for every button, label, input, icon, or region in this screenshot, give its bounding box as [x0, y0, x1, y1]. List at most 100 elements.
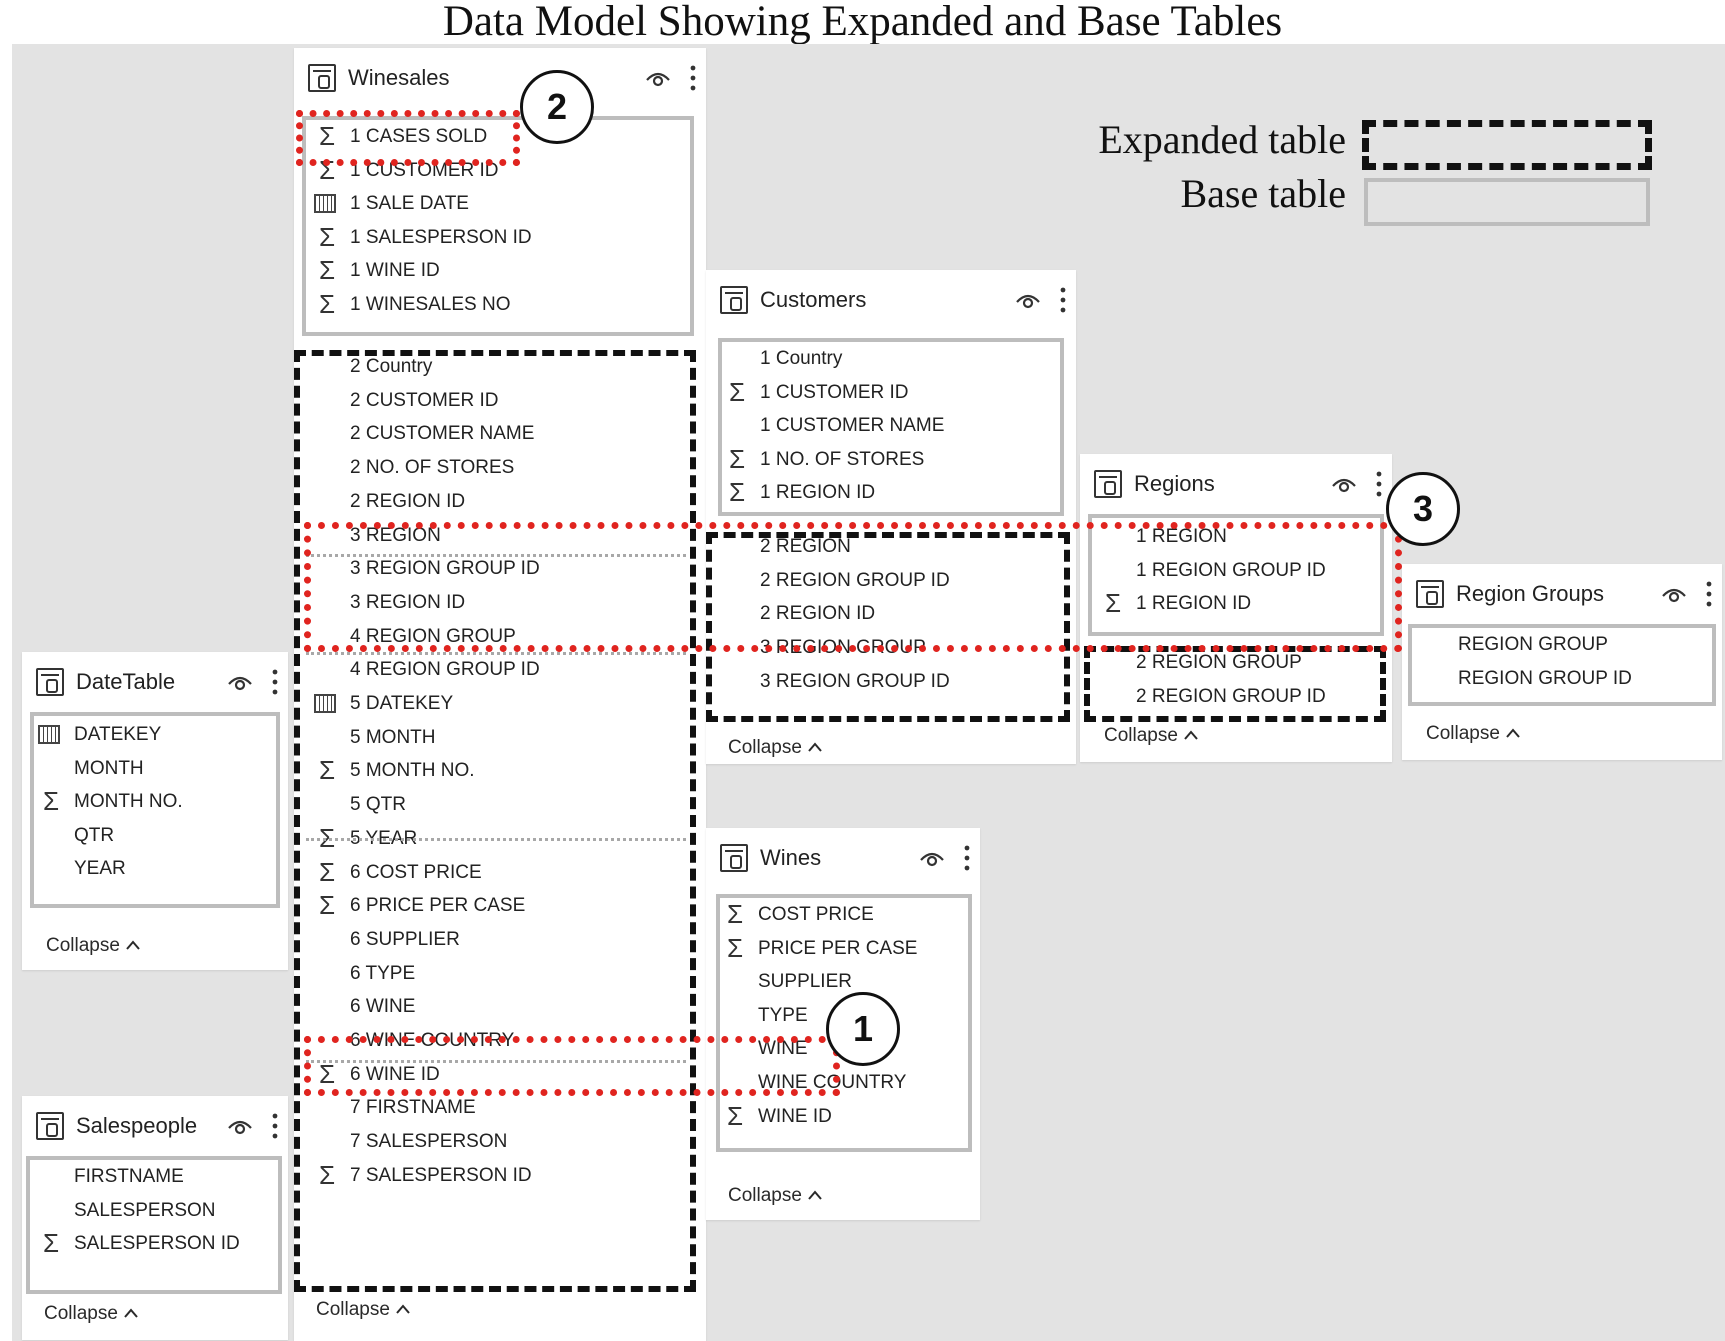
- field-name: QTR: [74, 824, 115, 846]
- field-name: 5 MONTH: [350, 726, 436, 748]
- field-name: 5 QTR: [350, 794, 406, 816]
- field-name: 2 REGION GROUP ID: [1136, 685, 1326, 707]
- field-name: 3 REGION GROUP ID: [350, 558, 540, 580]
- base-table-box: [1408, 624, 1716, 706]
- field-name: 1 Country: [760, 348, 843, 369]
- eye-icon[interactable]: [226, 670, 254, 694]
- field-name: 6 WINE ID: [350, 1063, 440, 1085]
- table-icon: [1094, 470, 1122, 498]
- eye-icon[interactable]: [1014, 288, 1042, 312]
- more-vertical-icon[interactable]: [962, 842, 972, 874]
- page-title: Data Model Showing Expanded and Base Tab…: [442, 0, 1283, 45]
- field-name: 2 REGION GROUP: [1136, 652, 1302, 673]
- sum-icon: Σ: [726, 899, 744, 929]
- field-name: YEAR: [74, 858, 126, 880]
- field-name: 4 REGION GROUP: [350, 625, 516, 647]
- base-table-box: [716, 894, 972, 1152]
- more-vertical-icon[interactable]: [688, 62, 698, 94]
- chevron-up-icon: [802, 737, 823, 758]
- table-header: Winesales: [294, 48, 706, 110]
- field-name: SUPPLIER: [758, 971, 852, 993]
- field-name: 6 WINE COUNTRY: [350, 1030, 515, 1051]
- sum-icon: Σ: [728, 376, 746, 407]
- collapse-button[interactable]: Collapse: [728, 1184, 823, 1208]
- sum-icon: Σ: [318, 822, 336, 853]
- base-table-box: [30, 712, 280, 908]
- field-name: 1 CUSTOMER ID: [760, 381, 909, 403]
- eye-icon[interactable]: [226, 1114, 254, 1138]
- table-title-salespeople: Salespeople: [76, 1113, 198, 1138]
- group-separator: [306, 554, 686, 557]
- collapse-label: Collapse: [728, 737, 802, 758]
- more-vertical-icon[interactable]: [270, 1110, 280, 1142]
- field-name: 6 SUPPLIER: [350, 928, 460, 950]
- table-icon: [720, 844, 748, 872]
- field-name: WINE: [758, 1038, 808, 1060]
- field-name: 2 REGION: [760, 536, 851, 557]
- table-title-region-groups: Region Groups: [1456, 581, 1604, 606]
- table-icon: [308, 64, 336, 92]
- field-name: WINE ID: [758, 1105, 832, 1127]
- group-separator: [306, 652, 686, 655]
- sum-icon: Σ: [318, 221, 336, 252]
- field-name: 2 REGION ID: [350, 490, 466, 512]
- field-name: TYPE: [758, 1004, 808, 1026]
- more-vertical-icon[interactable]: [1058, 284, 1068, 316]
- more-vertical-icon[interactable]: [1374, 468, 1384, 500]
- field-name: SALESPERSON ID: [74, 1233, 240, 1255]
- collapse-label: Collapse: [1104, 725, 1178, 746]
- base-table-box: [718, 338, 1064, 516]
- legend-base-label: Base table: [1180, 171, 1347, 216]
- field-name: 3 REGION: [350, 524, 441, 546]
- table-title-datetable: DateTable: [76, 669, 176, 694]
- table-title-customers: Customers: [760, 287, 867, 312]
- sum-icon: Σ: [1104, 588, 1122, 619]
- field-name: 2 Country: [350, 356, 433, 377]
- field-name: COST PRICE: [758, 904, 874, 925]
- field-name: 2 CUSTOMER ID: [350, 389, 499, 411]
- field-name: SALESPERSON: [74, 1199, 216, 1221]
- more-vertical-icon[interactable]: [1704, 578, 1714, 610]
- group-separator: [306, 1060, 686, 1063]
- table-title-regions: Regions: [1134, 471, 1215, 496]
- eye-icon[interactable]: [644, 66, 672, 90]
- eye-icon[interactable]: [1660, 582, 1688, 606]
- collapse-button[interactable]: Collapse: [44, 1302, 139, 1326]
- eye-icon[interactable]: [1330, 472, 1358, 496]
- field-name: 6 TYPE: [350, 962, 416, 984]
- table-title-wines: Wines: [760, 845, 822, 870]
- chevron-up-icon: [118, 1303, 139, 1324]
- sum-icon: Σ: [726, 1100, 744, 1131]
- more-vertical-icon[interactable]: [270, 666, 280, 698]
- table-header: Regions: [1080, 454, 1392, 516]
- field-name: 7 FIRSTNAME: [350, 1097, 476, 1119]
- field-name: MONTH NO.: [74, 791, 183, 813]
- collapse-button[interactable]: Collapse: [1104, 724, 1199, 748]
- table-icon: [720, 286, 748, 314]
- field-name: REGION GROUP: [1458, 634, 1608, 655]
- collapse-label: Collapse: [316, 1299, 390, 1320]
- collapse-button[interactable]: Collapse: [728, 736, 823, 760]
- collapse-button[interactable]: Collapse: [46, 934, 141, 958]
- field-name: 1 REGION: [1136, 526, 1227, 547]
- sum-icon: Σ: [318, 755, 336, 786]
- legend-expanded-swatch: [1362, 120, 1652, 170]
- collapse-button[interactable]: Collapse: [1426, 722, 1521, 746]
- collapse-button[interactable]: Collapse: [316, 1298, 411, 1322]
- sum-icon: Σ: [728, 477, 746, 508]
- sum-icon: Σ: [318, 121, 336, 151]
- sum-icon: Σ: [318, 1058, 336, 1089]
- calendar-icon: [38, 725, 60, 744]
- field-name: 5 MONTH NO.: [350, 760, 475, 782]
- base-table-box: [302, 116, 694, 336]
- field-name: 2 REGION ID: [760, 603, 876, 625]
- eye-icon[interactable]: [918, 846, 946, 870]
- collapse-label: Collapse: [728, 1185, 802, 1206]
